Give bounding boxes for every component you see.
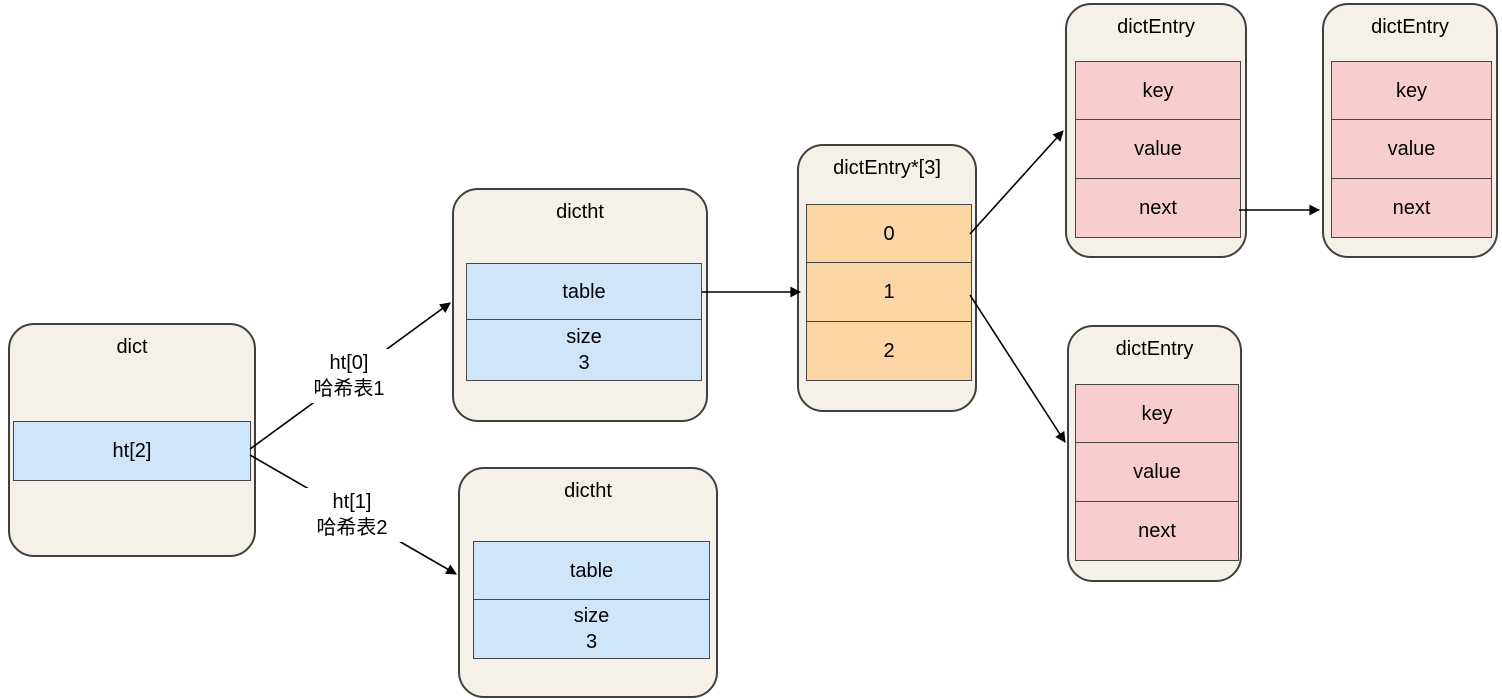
bucket-array-node: dictEntry*[3] 0 1 2 — [797, 144, 977, 412]
dict-node-title: dict — [116, 336, 148, 358]
bucket-slot-1: 1 — [806, 262, 972, 323]
dictentry-bottom-title: dictEntry — [1115, 338, 1194, 360]
dictht-top-table-cell: table — [466, 263, 702, 321]
dictht-top-fields: table size 3 — [466, 263, 702, 382]
dict-ht-slot-cell: ht[2] — [13, 421, 251, 481]
dictht-bottom-size-value: 3 — [585, 631, 598, 654]
dictht-top-size-value: 3 — [578, 352, 590, 375]
dictht-bottom-size-label: size — [573, 605, 610, 628]
arrow-slot1-to-dictentry-bottom — [969, 294, 1066, 443]
dictentry-bottom-fields: key value next — [1075, 384, 1239, 561]
edge-label-ht1-code: ht[1] — [332, 491, 372, 513]
entry-value-cell: value — [1075, 119, 1241, 180]
dictentry-top-first-title: dictEntry — [1117, 16, 1195, 38]
entry-next-cell: next — [1075, 177, 1241, 238]
dictentry-bottom-node: dictEntry key value next — [1067, 325, 1242, 582]
dictht-top-size-label: size — [566, 326, 602, 349]
edge-label-ht0: ht[0] 哈希表1 — [297, 349, 401, 403]
bucket-array-slots: 0 1 2 — [806, 204, 972, 381]
dictht-bottom-table-cell: table — [473, 541, 710, 601]
dictht-top-size-cell: size 3 — [466, 319, 702, 382]
dictht-bottom-title: dictht — [564, 480, 612, 502]
bucket-array-title: dictEntry*[3] — [833, 157, 941, 179]
dictentry-top-second-fields: key value next — [1331, 61, 1492, 238]
bucket-slot-2: 2 — [806, 320, 972, 381]
entry-key-cell: key — [1075, 61, 1241, 121]
dictentry-top-first-node: dictEntry key value next — [1065, 3, 1247, 258]
entry-value-cell: value — [1331, 119, 1492, 180]
dict-node: dict ht[2] — [8, 323, 256, 557]
edge-label-ht0-code: ht[0] — [329, 352, 369, 374]
dict-fields: ht[2] — [13, 421, 251, 481]
entry-key-cell: key — [1331, 61, 1492, 121]
dictht-bottom-node: dictht table size 3 — [458, 467, 718, 698]
bucket-slot-0: 0 — [806, 204, 972, 264]
edge-label-ht1-cn: 哈希表2 — [316, 517, 388, 539]
entry-next-cell: next — [1331, 177, 1492, 238]
dictht-top-title: dictht — [556, 201, 604, 223]
entry-next-cell: next — [1075, 500, 1239, 561]
dictentry-top-first-fields: key value next — [1075, 61, 1241, 238]
dictht-bottom-fields: table size 3 — [473, 541, 710, 660]
dictht-bottom-size-cell: size 3 — [473, 599, 710, 660]
arrow-slot0-to-dictentry-top — [969, 130, 1064, 235]
edge-label-ht1: ht[1] 哈希表2 — [300, 488, 404, 542]
entry-value-cell: value — [1075, 442, 1239, 503]
dictentry-top-second-title: dictEntry — [1371, 16, 1449, 38]
edge-label-ht0-cn: 哈希表1 — [313, 378, 385, 400]
dictht-top-node: dictht table size 3 — [452, 188, 708, 422]
entry-key-cell: key — [1075, 384, 1239, 444]
dictentry-top-second-node: dictEntry key value next — [1322, 3, 1498, 258]
